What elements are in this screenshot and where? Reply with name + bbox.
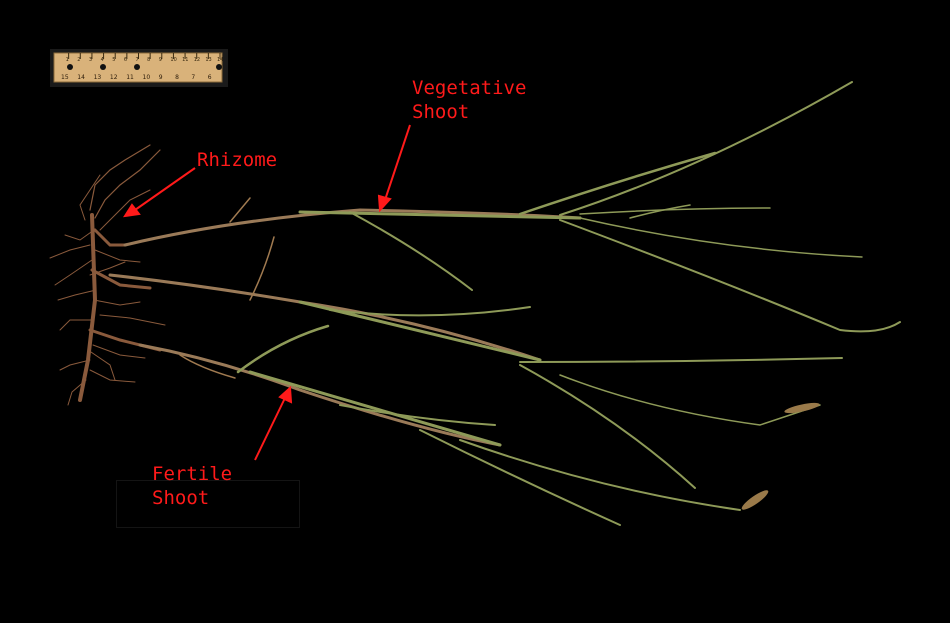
fertile-label-box <box>116 480 300 528</box>
ruler-number: 13 <box>205 57 211 63</box>
ruler-number: 5 <box>112 57 115 63</box>
vegetative-shoot <box>123 81 901 333</box>
ruler-bottom-number: 12 <box>110 74 118 81</box>
ruler-number: 4 <box>101 57 104 63</box>
ruler-number: 1 <box>66 57 69 63</box>
ruler-number: 10 <box>170 57 176 63</box>
fertile-shoot-label-line2: Shoot <box>152 487 210 509</box>
ruler-number: 3 <box>89 57 92 63</box>
ruler-bottom-number: 13 <box>94 74 102 81</box>
ruler-bottom-number: 9 <box>159 74 163 81</box>
vegetative-arrow <box>384 124 411 201</box>
ruler-number: 7 <box>136 57 139 63</box>
middle-shoot <box>108 236 843 489</box>
ruler-number: 12 <box>194 57 200 63</box>
ruler-bottom-number: 8 <box>175 74 179 81</box>
ruler-bottom-number: 10 <box>143 74 151 81</box>
fertile-shoot-label: Fertile <box>152 463 233 485</box>
rhizome-label: Rhizome <box>197 149 278 171</box>
ruler-bottom-number: 11 <box>126 74 134 81</box>
vegetative-shoot-label-line2: Shoot <box>412 101 470 123</box>
ruler-number: 9 <box>159 57 162 63</box>
ruler-bottom-number: 7 <box>191 74 195 81</box>
ruler <box>50 49 228 87</box>
rhizome-roots <box>49 144 166 406</box>
ruler-bottom-number: 6 <box>208 74 212 81</box>
vegetative-shoot-label: Vegetative <box>412 77 527 99</box>
inflorescence <box>741 402 820 510</box>
annotation-arrows <box>122 124 411 461</box>
ruler-number: 2 <box>77 57 80 63</box>
ruler-number: 8 <box>147 57 150 63</box>
rhizome-arrow <box>134 167 196 211</box>
fertile-shoot <box>138 324 741 526</box>
ruler-bottom-number: 14 <box>77 74 85 81</box>
ruler-number: 6 <box>124 57 127 63</box>
ruler-bottom-number: 15 <box>61 74 69 81</box>
ruler-number: 11 <box>182 57 188 63</box>
fertile-arrow <box>254 397 286 461</box>
ruler-number: 14 <box>217 57 223 63</box>
